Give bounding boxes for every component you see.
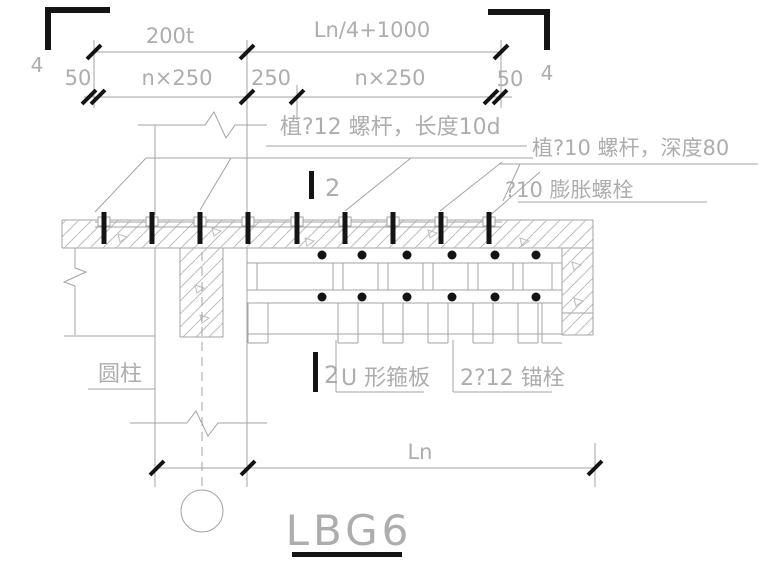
section-number-top: 2: [325, 174, 340, 202]
dim-tick: [238, 88, 256, 106]
anchor-dot: [402, 292, 412, 302]
anchor-dots: [317, 250, 541, 302]
dim-50-left: 50: [65, 66, 92, 90]
title-underline: [292, 552, 402, 557]
stiffener: [246, 263, 553, 290]
label-anchor-bolt: 2?12 锚栓: [460, 366, 565, 391]
bolt: [438, 212, 444, 244]
upper-stiffeners: [246, 263, 553, 290]
label-round-column: 圆柱: [98, 362, 142, 387]
corner-bracket-left: [45, 7, 110, 50]
slab-hatch: [62, 220, 593, 248]
u-plate: [247, 303, 562, 344]
leader-line: [94, 157, 147, 213]
right-wall: [562, 220, 594, 336]
note-rod10: 植?10 螺杆，深度80: [532, 136, 729, 160]
corner-label-right: 4: [541, 61, 554, 85]
dim-n250-left: n×250: [142, 66, 213, 90]
dim-tick: [80, 88, 98, 106]
bolt: [101, 212, 107, 244]
anchor-dot: [447, 250, 457, 260]
bolt: [294, 212, 300, 244]
bolt: [486, 212, 492, 244]
dim-tick: [148, 459, 166, 477]
dim-ln4-1000: Ln/4+1000: [314, 18, 430, 42]
break-line-bottom: [130, 410, 267, 437]
corner-bracket-right: [488, 9, 550, 50]
dim-50-right: 50: [497, 67, 524, 91]
slab-bolts: [97, 212, 496, 244]
dim-tick: [482, 88, 500, 106]
dim-tick: [238, 43, 256, 61]
u-plate-legs: [247, 303, 562, 344]
annotation-block: 植?12 螺杆，长度10d 植?10 螺杆，深度80 ?10 膨胀螺栓: [94, 115, 758, 219]
top-dimensions: 4 4 200t Ln/4+1000 50 n×250 250 n×250 50: [31, 7, 554, 215]
anchor-dot: [531, 292, 541, 302]
concrete-mark: [519, 237, 531, 247]
dim-tick: [288, 88, 306, 106]
dim-tick: [491, 88, 509, 106]
concrete-mark: [117, 233, 129, 243]
anchor-dot: [357, 250, 367, 260]
leader-line: [502, 163, 521, 202]
break-line-top: [138, 110, 267, 140]
leader-line: [486, 171, 541, 219]
dim-n250-right: n×250: [355, 66, 426, 90]
section-cut-bar-top: [309, 171, 314, 199]
dim-250: 250: [251, 66, 291, 90]
concrete-mark: [194, 284, 206, 294]
dim-tick: [586, 459, 604, 477]
corner-label-left: 4: [31, 53, 44, 77]
dim-ln: Ln: [407, 440, 432, 464]
break-mark: [62, 267, 88, 287]
dim-tick: [239, 459, 257, 477]
anchor-dot: [490, 292, 500, 302]
detail-title: LBG6: [286, 506, 413, 555]
bottom-dimension: Ln: [148, 440, 604, 487]
slab: [61, 219, 593, 249]
strengthened-beam: [246, 248, 563, 344]
note-expansion-bolt: ?10 膨胀螺栓: [505, 178, 634, 202]
bottom-labels: 圆柱 U 形箍板 2?12 锚栓: [88, 340, 565, 393]
anchor-dot: [490, 250, 500, 260]
left-wall: [62, 248, 155, 337]
section-markers: 2 2: [309, 171, 340, 392]
concrete-mark: [304, 237, 316, 247]
concrete-mark: [211, 227, 223, 237]
grid-bubble: [180, 489, 224, 533]
concrete-mark: [573, 297, 585, 307]
concrete-mark: [427, 229, 439, 239]
leader-line: [199, 157, 232, 211]
section-cut-bar-bottom: [313, 352, 318, 392]
bolt: [390, 212, 396, 244]
leader-line: [439, 161, 503, 212]
wall-hatch: [562, 248, 593, 335]
column-hatch: [180, 248, 223, 337]
anchor-dot: [402, 250, 412, 260]
anchor-dot: [531, 250, 541, 260]
section-number-bottom: 2: [324, 361, 339, 389]
note-rod12: 植?12 螺杆，长度10d: [280, 115, 501, 140]
title-block: LBG6: [286, 506, 413, 557]
anchor-dot: [317, 250, 327, 260]
leader-line: [344, 157, 412, 212]
bolt: [342, 212, 348, 244]
concrete-mark: [199, 314, 211, 324]
anchor-dot: [447, 292, 457, 302]
anchor-dot: [317, 292, 327, 302]
concrete-mark: [571, 261, 583, 271]
bolt: [245, 212, 251, 244]
dim-200t: 200t: [146, 24, 194, 48]
dim-tick: [89, 88, 107, 106]
label-u-plate: U 形箍板: [341, 366, 430, 391]
anchor-dot: [357, 292, 367, 302]
dim-tick: [492, 43, 510, 61]
bolt: [197, 212, 203, 244]
bolt: [149, 212, 155, 244]
dim-tick: [85, 43, 103, 61]
